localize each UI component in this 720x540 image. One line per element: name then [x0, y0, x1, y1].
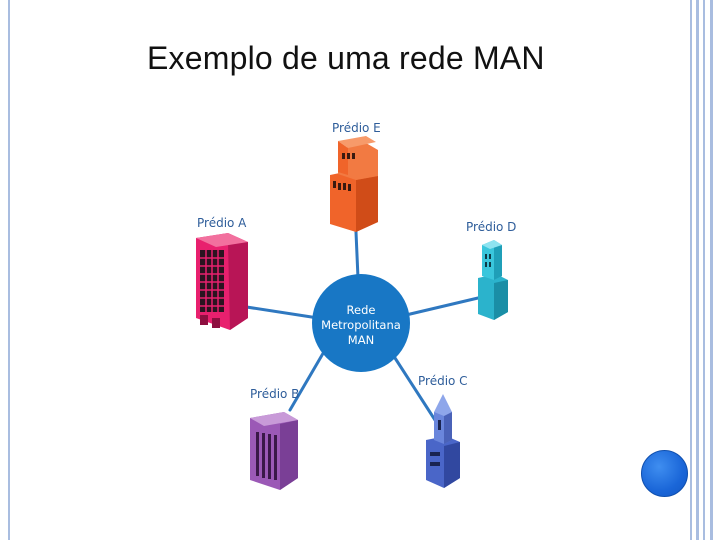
- predio-d-label: Prédio D: [466, 220, 516, 234]
- center-label-line-3: MAN: [348, 333, 374, 347]
- link-to-predio-e: [354, 230, 360, 280]
- link-to-predio-a: [238, 304, 320, 320]
- blue-circle-icon[interactable]: [641, 450, 688, 497]
- link-to-predio-b: [288, 348, 327, 412]
- link-to-predio-d: [404, 296, 480, 317]
- purple-office-building-icon: [250, 412, 298, 490]
- network-center-node: Rede Metropolitana MAN: [312, 274, 410, 372]
- orange-office-building-icon: [330, 136, 378, 232]
- tall-pink-office-building-icon: [196, 233, 248, 330]
- center-label-line-1: Rede: [347, 303, 376, 317]
- predio-b-label: Prédio B: [250, 387, 299, 401]
- predio-c-label: Prédio C: [418, 374, 468, 388]
- predio-e-label: Prédio E: [332, 121, 381, 135]
- center-label-line-2: Metropolitana: [321, 318, 401, 332]
- right-frame-border: [686, 0, 720, 540]
- left-frame-border: [0, 0, 12, 540]
- link-to-predio-c: [393, 356, 437, 422]
- blue-spire-tower-icon: [426, 394, 460, 488]
- slide-title: Exemplo de uma rede MAN: [147, 40, 545, 76]
- predio-a-label: Prédio A: [197, 216, 247, 230]
- network-links: [238, 230, 480, 422]
- cyan-tower-icon: [478, 240, 508, 320]
